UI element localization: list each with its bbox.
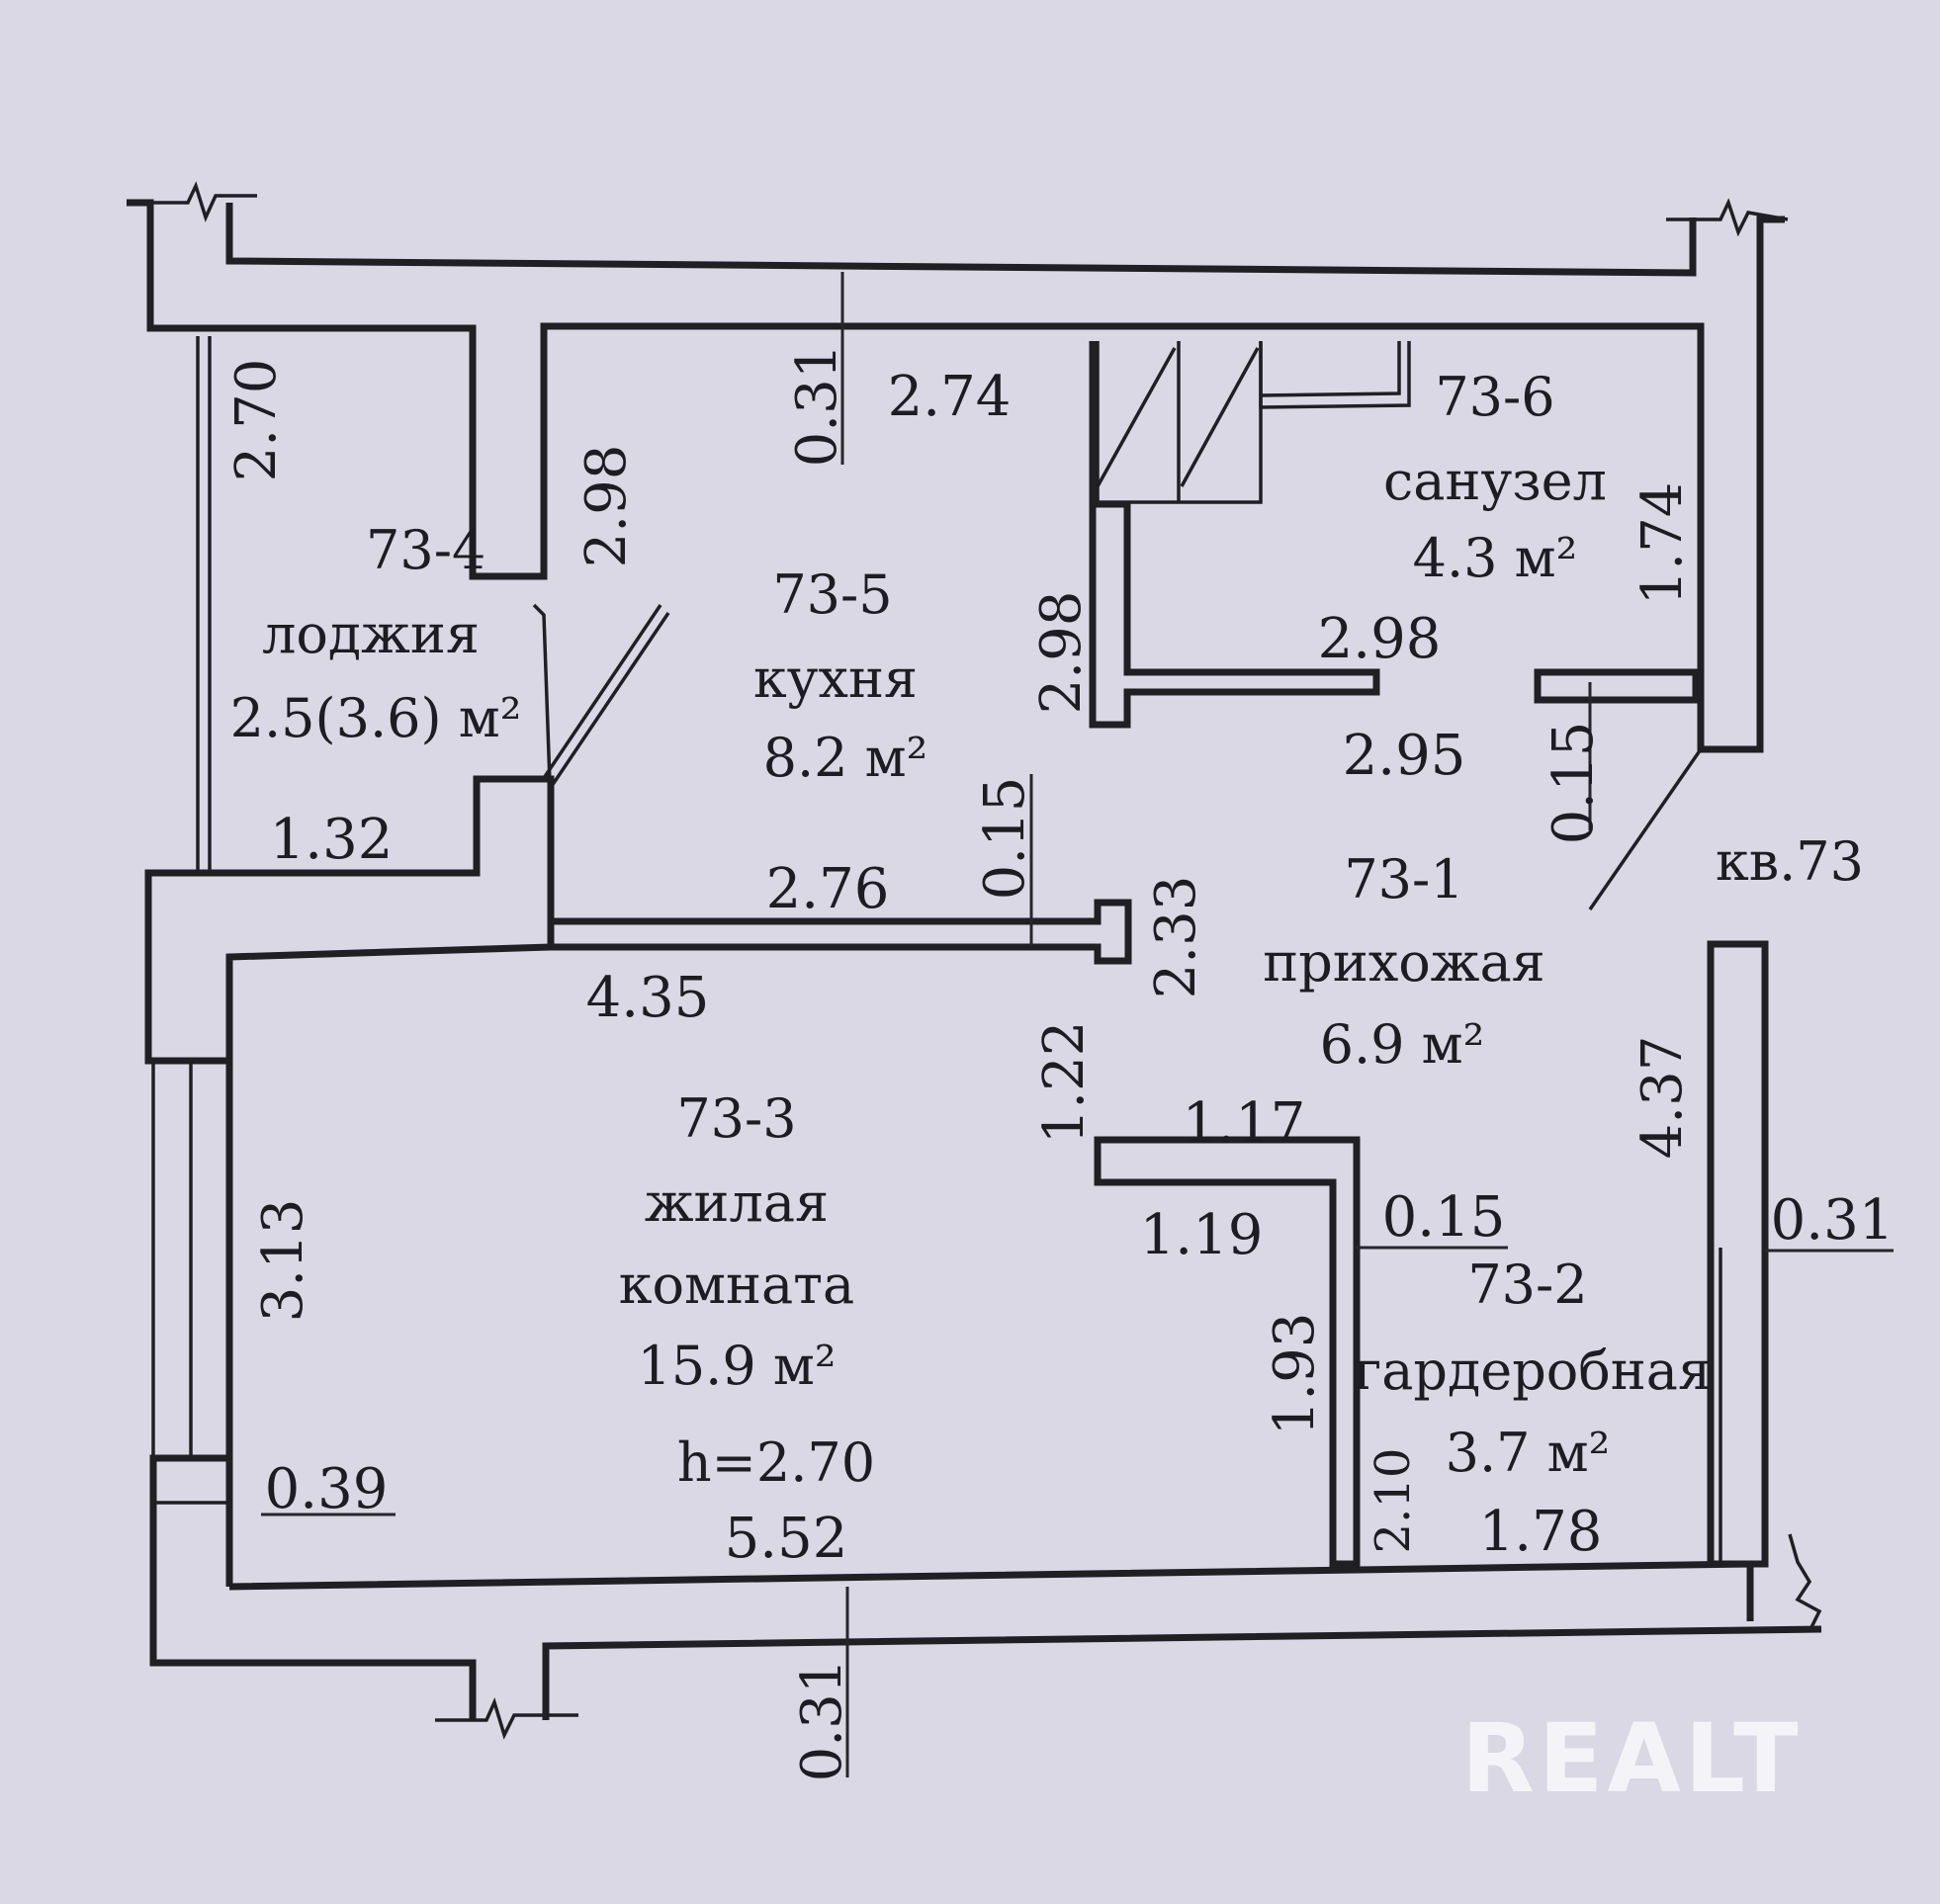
dim-3-13: 3.13 xyxy=(251,1199,315,1323)
bathroom-partition xyxy=(1089,341,1380,729)
dim-2-74: 2.74 xyxy=(888,365,1012,429)
realt-watermark: REALT xyxy=(1461,1703,1803,1814)
living-left-wall xyxy=(149,1061,477,1720)
wardrobe-inner xyxy=(1355,1248,1722,1564)
dim-2-98-loggia: 2.98 xyxy=(574,445,639,568)
dim-2-33: 2.33 xyxy=(1144,876,1208,999)
dim-2-10: 2.10 xyxy=(1366,1448,1421,1554)
loggia-name: лоджия xyxy=(262,603,480,665)
dimension-lines xyxy=(261,272,1894,1777)
door-swing-line xyxy=(1588,748,1703,910)
bottom-right-break xyxy=(1788,1533,1822,1632)
dim-2-98-bath-h: 2.98 xyxy=(1318,607,1442,671)
dim-0-15-ward: 0.15 xyxy=(1382,1185,1506,1250)
dim-1-32: 1.32 xyxy=(270,808,394,872)
apartment-number: кв.73 xyxy=(1716,830,1864,893)
kitchen-area: 8.2 м² xyxy=(763,727,928,789)
living-name-2: комната xyxy=(619,1254,855,1316)
dim-4-37: 4.37 xyxy=(1631,1036,1695,1160)
wardrobe-area: 3.7 м² xyxy=(1446,1422,1611,1484)
living-name-1: жилая xyxy=(645,1171,829,1234)
vent-shaft-diag xyxy=(1096,347,1260,487)
loggia-area: 2.5(3.6) м² xyxy=(230,687,522,749)
living-area: 15.9 м² xyxy=(637,1335,836,1397)
top-right-break xyxy=(1666,198,1789,237)
dim-5-52: 5.52 xyxy=(725,1507,848,1571)
top-outer-wall xyxy=(127,199,1785,753)
dim-0-31-bottom: 0.31 xyxy=(790,1659,854,1782)
walls xyxy=(127,181,1822,1740)
dimension-labels-vertical: 0.31 2.70 2.98 2.98 1.74 0.15 0.15 2.33 … xyxy=(224,344,1695,1782)
bathroom-id: 73-6 xyxy=(1435,366,1554,428)
bottom-wall xyxy=(228,1560,1822,1720)
hall-name: прихожая xyxy=(1263,931,1544,994)
dim-1-22: 1.22 xyxy=(1032,1021,1097,1145)
bathroom-shelf xyxy=(1259,341,1411,409)
dimension-labels: 2.74 2.98 2.95 1.32 2.76 4.35 1.17 1.19 … xyxy=(265,365,1895,1571)
dim-0-15-bath: 0.15 xyxy=(1542,722,1606,845)
dim-1-74: 1.74 xyxy=(1631,482,1695,606)
dim-1-78: 1.78 xyxy=(1479,1500,1603,1564)
dim-2-95: 2.95 xyxy=(1343,724,1466,788)
wardrobe-id: 73-2 xyxy=(1467,1254,1587,1316)
vent-shaft xyxy=(1096,341,1263,504)
dim-0-15-kitchen: 0.15 xyxy=(973,777,1037,901)
dim-4-35: 4.35 xyxy=(586,966,710,1030)
loggia-door xyxy=(532,603,670,790)
bathroom-right-stub xyxy=(1534,668,1700,704)
dim-2-98-bath-v: 2.98 xyxy=(1029,591,1094,715)
bathroom-area: 4.3 м² xyxy=(1413,527,1578,589)
kitchen-id: 73-5 xyxy=(772,563,892,626)
hall-id: 73-1 xyxy=(1344,848,1463,910)
wardrobe-partition xyxy=(1094,1136,1361,1568)
dim-2-70: 2.70 xyxy=(224,359,289,482)
living-height: h=2.70 xyxy=(677,1431,875,1494)
kitchen-name: кухня xyxy=(753,648,918,710)
top-left-break xyxy=(150,181,257,222)
wardrobe-name: гардеробная xyxy=(1354,1340,1712,1402)
dim-0-31-right: 0.31 xyxy=(1771,1188,1895,1253)
bottom-left-break xyxy=(435,1696,578,1740)
hall-area: 6.9 м² xyxy=(1320,1013,1485,1076)
loggia-id: 73-4 xyxy=(366,519,485,581)
bathroom-name: санузел xyxy=(1383,450,1607,512)
right-lower-wall xyxy=(1707,940,1769,1568)
living-id: 73-3 xyxy=(676,1087,796,1150)
room-labels: 73-4 лоджия 2.5(3.6) м² 73-5 кухня 8.2 м… xyxy=(230,366,1864,1494)
dim-1-93: 1.93 xyxy=(1263,1313,1327,1436)
top-inner-wall-line xyxy=(225,203,1697,277)
dim-1-17: 1.17 xyxy=(1183,1091,1306,1156)
dim-2-76: 2.76 xyxy=(766,857,890,921)
dim-0-31-top: 0.31 xyxy=(785,344,849,468)
kitchen-bottom-partition xyxy=(551,899,1132,965)
dim-0-39: 0.39 xyxy=(265,1457,389,1521)
dim-1-19: 1.19 xyxy=(1140,1203,1264,1267)
